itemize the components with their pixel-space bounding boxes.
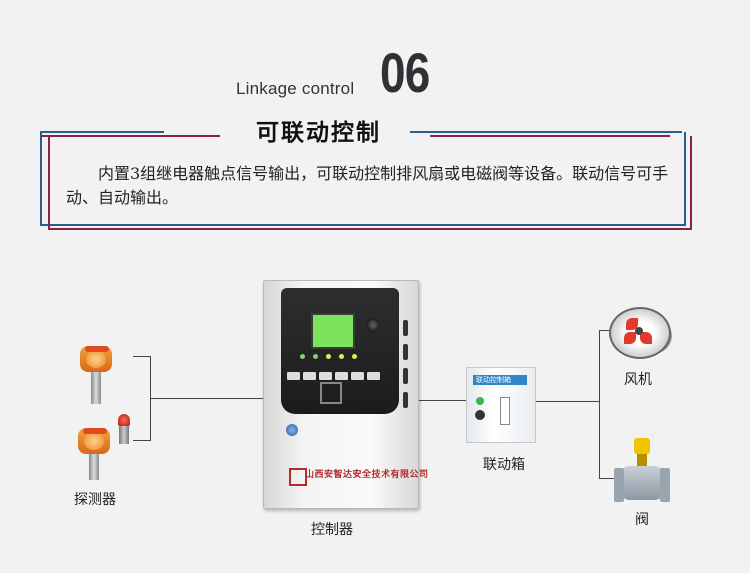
detector-1-stem [91, 372, 101, 404]
title-rule-left-red [40, 135, 220, 137]
title-rule-left-blue [40, 131, 164, 133]
status-led-3 [326, 354, 331, 359]
wire-to-valve [599, 478, 619, 479]
description-content: 内置3组继电器触点信号输出，可联动控制排风扇或电磁阀等设备。联动信号可手动、自动… [66, 164, 669, 207]
linkage-box-caption: 联动箱 [483, 457, 525, 473]
fan-hub [635, 327, 643, 335]
alarm-light-base [119, 426, 129, 444]
controller-key-1 [287, 372, 300, 380]
valve-neck [637, 454, 647, 468]
controller-caption: 控制器 [311, 522, 353, 538]
linkage-box-panel-text: 联动控制箱 [476, 376, 511, 384]
wire-detector2-h [133, 440, 151, 441]
linkage-box-switch [500, 397, 510, 425]
controller-lcd-screen [311, 313, 355, 349]
linkage-box-knob [475, 410, 485, 420]
controller-key-6 [367, 372, 380, 380]
valve-icon [634, 438, 650, 454]
valve-flange-right [660, 468, 670, 502]
speaker-grille-icon [366, 318, 380, 332]
detector-2-cap [83, 428, 107, 434]
wire-devices-v [599, 330, 600, 478]
controller-brand-text: 山西安智达安全技术有限公司 [305, 470, 429, 480]
description-text: 内置3组继电器触点信号输出，可联动控制排风扇或电磁阀等设备。联动信号可手动、自动… [66, 162, 696, 210]
controller-key-5 [351, 372, 364, 380]
detector-caption: 探测器 [74, 492, 116, 508]
detector-2-stem [89, 454, 99, 480]
controller-vent-4 [403, 392, 408, 408]
title-rule-right-red [430, 135, 670, 137]
description-frame-blue [40, 132, 686, 226]
linkage-box-indicator-green [476, 397, 484, 405]
controller-logo-icon [320, 382, 342, 404]
status-led-4 [339, 354, 344, 359]
detector-2-face [84, 432, 104, 450]
fan-blade-3 [624, 332, 636, 344]
title-rule-right-blue [410, 131, 682, 133]
detector-1-cap [85, 346, 109, 352]
wire-box-to-devices [534, 401, 600, 402]
controller-vent-2 [403, 344, 408, 360]
brand-logo-icon [289, 468, 307, 486]
fan-caption: 风机 [624, 372, 652, 388]
description-frame-red [48, 136, 692, 230]
linkage-box-label-band [473, 375, 527, 385]
status-led-1 [300, 354, 305, 359]
section-title: 可联动控制 [256, 120, 381, 146]
status-led-2 [313, 354, 318, 359]
detector-1-face [86, 350, 106, 368]
valve-caption: 阀 [635, 512, 649, 528]
wire-detector1-h [133, 356, 151, 357]
controller-key-3 [319, 372, 332, 380]
valve-body [620, 466, 664, 500]
controller-vent-1 [403, 320, 408, 336]
section-subtitle: Linkage control [236, 79, 355, 98]
controller-key-2 [303, 372, 316, 380]
alarm-light-icon [118, 414, 130, 426]
controller-key-4 [335, 372, 348, 380]
controller-vent-3 [403, 368, 408, 384]
fan-blade-1 [626, 318, 638, 330]
valve-flange-left [614, 468, 624, 502]
wire-to-fan [599, 330, 611, 331]
section-number: 06 [380, 41, 430, 104]
status-led-5 [352, 354, 357, 359]
key-lock-icon [286, 424, 298, 436]
wire-controller-to-box [417, 400, 466, 401]
wire-detector-to-controller [150, 398, 263, 399]
